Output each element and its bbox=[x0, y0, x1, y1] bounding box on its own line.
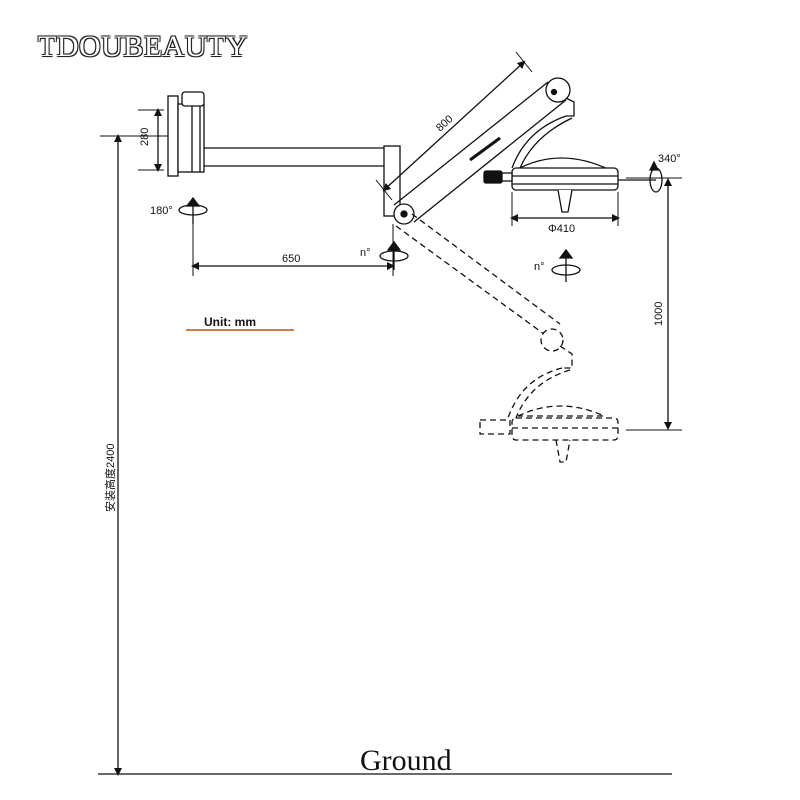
horizontal-extension-label: 650 bbox=[282, 253, 300, 265]
brand-logo-text: TDOUBEAUTY bbox=[38, 30, 248, 63]
rotation-symbol-lamp bbox=[551, 248, 581, 282]
lamp-diameter-label: Φ410 bbox=[548, 223, 575, 235]
rotation-symbol-elbow bbox=[379, 240, 409, 270]
ground-label: Ground bbox=[360, 744, 452, 777]
wall-bracket bbox=[167, 91, 205, 177]
lamp-head bbox=[483, 157, 656, 213]
unit-label: Unit: mm bbox=[204, 315, 256, 329]
lamp-rotation-label: n° bbox=[534, 261, 545, 273]
rotation-symbol-lamp-head bbox=[648, 160, 663, 193]
lowered-position-outline bbox=[395, 213, 619, 463]
install-height-label: 安装高度2400 bbox=[103, 444, 117, 512]
arm-length-label: 800 bbox=[434, 113, 456, 134]
spring-arm bbox=[393, 77, 575, 223]
elbow-rotation-label: n° bbox=[360, 247, 371, 259]
horizontal-arm bbox=[204, 145, 401, 217]
lamp-head-rotation-label: 340° bbox=[658, 153, 681, 165]
drop-height-label: 1000 bbox=[653, 302, 665, 326]
rotation-symbol-wall bbox=[178, 196, 208, 224]
bracket-height-label: 280 bbox=[139, 128, 151, 146]
wall-rotation-label: 180° bbox=[150, 205, 173, 217]
arm-length-dimension bbox=[382, 60, 526, 192]
